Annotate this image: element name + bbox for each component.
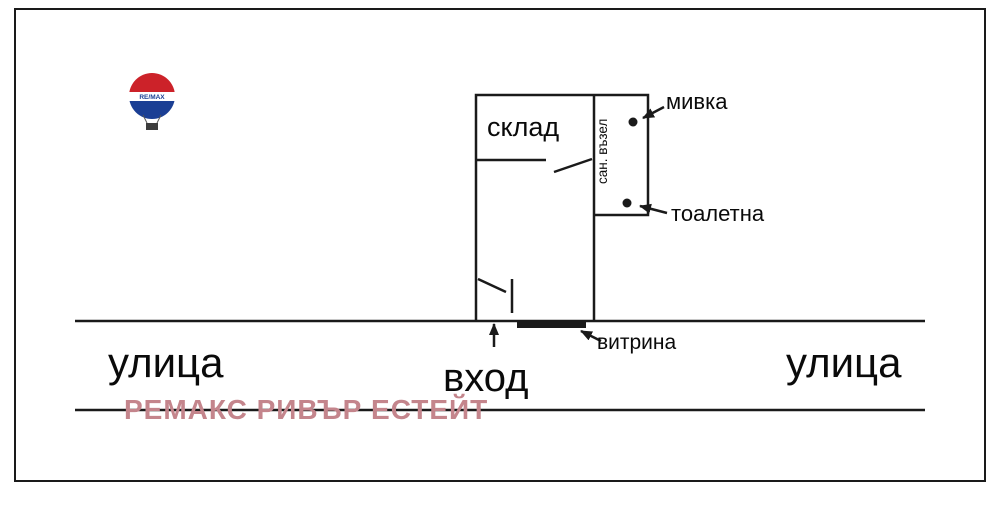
entrance-label: вход [443, 356, 529, 400]
sink-label: мивка [666, 89, 728, 114]
agency-watermark: РЕМАКС РИВЪР ЕСТЕЙТ [124, 394, 489, 425]
sink-dot [628, 117, 638, 127]
street-label-right: улица [786, 339, 902, 386]
display-window-label: витрина [597, 331, 677, 354]
remax-logo-text: RE/MAX [139, 94, 165, 101]
sink-arrow [642, 105, 665, 120]
sanitary-unit-label: сан. възел [595, 118, 610, 184]
toilet-label: тоалетна [671, 201, 765, 226]
remax-balloon-logo: RE/MAX [129, 73, 175, 130]
street-label-left: улица [108, 339, 224, 386]
building-outline-wall [474, 93, 650, 321]
toilet-dot [622, 198, 632, 208]
balloon-envelope [129, 73, 175, 119]
balloon-white-band [129, 92, 175, 101]
storage-room-label: склад [487, 112, 560, 142]
toilet-arrow [639, 203, 668, 215]
balloon-cable-right [156, 114, 162, 124]
storage-door-leaf [553, 157, 593, 174]
display-window-arrow [580, 329, 602, 343]
entrance-door-leaf [477, 277, 507, 294]
balloon-red-band [129, 73, 175, 92]
balloon-basket [146, 123, 158, 130]
page-border [14, 8, 986, 482]
balloon-cable-left [142, 114, 148, 124]
balloon-blue-band [129, 101, 175, 119]
